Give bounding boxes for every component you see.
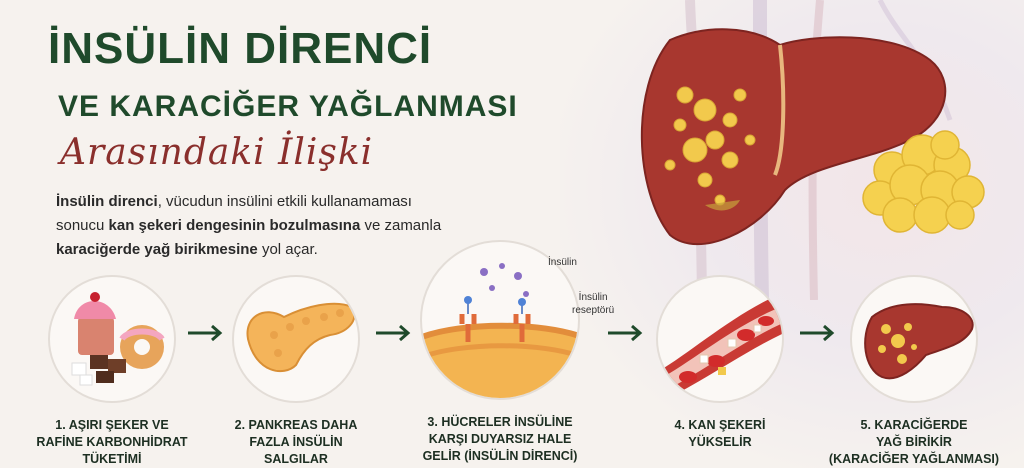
cell-membrane-icon bbox=[420, 240, 580, 400]
hero-liver-illustration bbox=[640, 0, 985, 300]
arrow-right-icon bbox=[800, 324, 835, 342]
page-tagline: Arasındaki İlişki bbox=[60, 132, 374, 173]
pancreas-icon bbox=[232, 275, 360, 403]
blood-vessel-icon bbox=[656, 275, 784, 403]
fat-droplets bbox=[664, 86, 756, 206]
arrow-right-icon bbox=[188, 324, 223, 342]
sweets-icon bbox=[48, 275, 176, 403]
liver-shape bbox=[640, 28, 947, 246]
insulin-annotation: İnsülin bbox=[548, 257, 577, 268]
page-title: İNSÜLİN DİRENCİ bbox=[48, 24, 433, 73]
arrow-right-icon bbox=[608, 324, 643, 342]
fatty-liver-icon bbox=[850, 275, 978, 403]
page-subtitle: VE KARACİĞER YAĞLANMASI bbox=[58, 90, 518, 123]
arrow-right-icon bbox=[376, 324, 411, 342]
fat-cells-cluster bbox=[862, 130, 985, 234]
intro-paragraph: İnsülin direnci, vücudun insülini etkili… bbox=[56, 193, 442, 258]
